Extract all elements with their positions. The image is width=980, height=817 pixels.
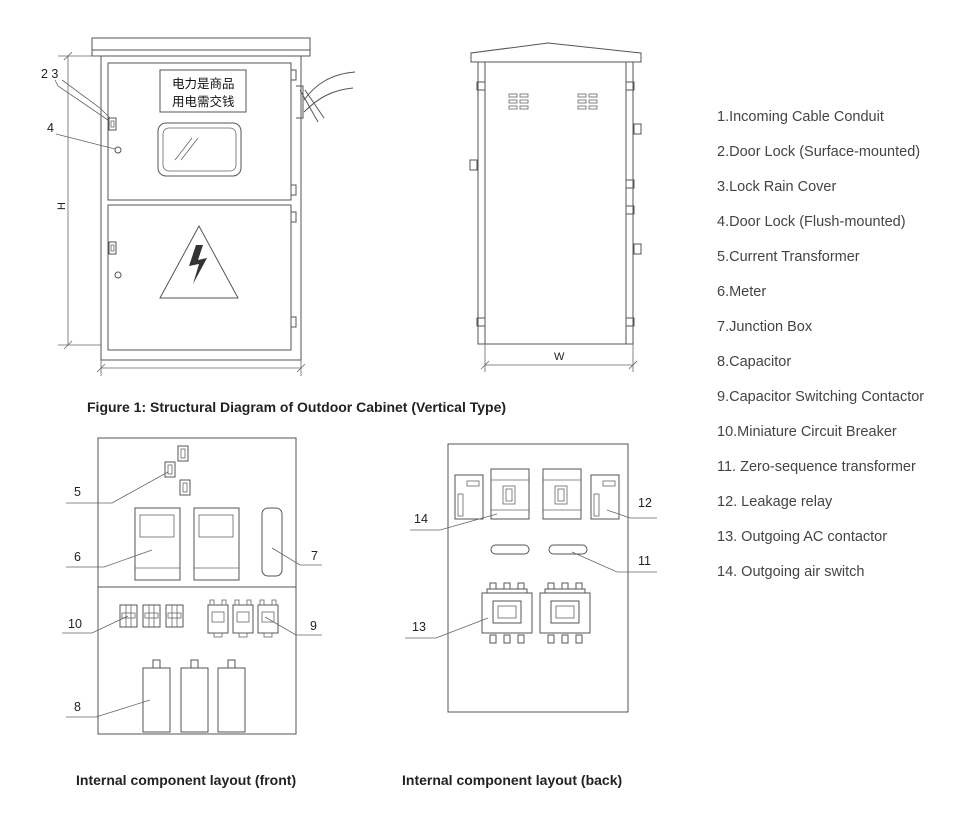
capacitors xyxy=(142,659,246,733)
height-dimension-label: H xyxy=(56,202,68,210)
sign-line-1: 电力是商品 xyxy=(172,76,235,91)
callout-5: 5 xyxy=(74,485,81,499)
legend-item: 12. Leakage relay xyxy=(717,494,833,510)
legend-item: 4.Door Lock (Flush-mounted) xyxy=(717,214,906,230)
callout-8: 8 xyxy=(74,700,81,714)
outgoing-air-switch-2 xyxy=(542,468,582,520)
legend-item: 10.Miniature Circuit Breaker xyxy=(717,424,897,440)
callout-4: 4 xyxy=(47,121,54,135)
callout-11: 11 xyxy=(638,554,651,568)
meter-1 xyxy=(134,507,181,581)
back-layout-caption: Internal component layout (back) xyxy=(402,772,622,788)
outgoing-ac-contactor-2 xyxy=(539,582,591,644)
callout-14: 14 xyxy=(414,512,428,526)
miniature-circuit-breakers xyxy=(119,604,184,628)
internal-layout-front: 5 6 7 10 9 8 xyxy=(62,437,322,735)
legend-item: 11. Zero-sequence transformer xyxy=(717,459,916,475)
junction-box xyxy=(261,507,283,577)
leakage-relay xyxy=(590,474,620,520)
vent-louvers-left xyxy=(508,93,529,110)
component-legend: 1.Incoming Cable Conduit 2.Door Lock (Su… xyxy=(717,109,924,580)
door-lock-flush-icon xyxy=(114,146,122,154)
outgoing-air-switch-1 xyxy=(490,468,530,520)
front-layout-caption: Internal component layout (front) xyxy=(76,772,296,788)
legend-item: 5.Current Transformer xyxy=(717,249,860,265)
callout-9: 9 xyxy=(310,619,317,633)
callout-2-3: 2 3 xyxy=(41,67,58,81)
width-dimension-label: W xyxy=(554,351,565,363)
capacitor-switching-contactors xyxy=(207,599,279,638)
cabinet-front-view: 电力是商品 用电需交钱 H xyxy=(41,37,356,376)
legend-item: 9.Capacitor Switching Contactor xyxy=(717,389,924,405)
warning-sign-plate xyxy=(159,69,247,113)
zero-sequence-transformer-2 xyxy=(548,544,588,555)
door-lock-surface-icon xyxy=(108,117,117,131)
legend-item: 6.Meter xyxy=(717,284,766,300)
legend-item: 1.Incoming Cable Conduit xyxy=(717,109,884,125)
legend-item: 7.Junction Box xyxy=(717,319,813,335)
callout-10: 10 xyxy=(68,617,82,631)
legend-item: 13. Outgoing AC contactor xyxy=(717,529,887,545)
meter-window xyxy=(157,122,242,177)
sign-line-2: 用电需交钱 xyxy=(172,94,235,109)
callout-13: 13 xyxy=(412,620,426,634)
cabinet-side-view: W xyxy=(469,42,642,372)
vent-louvers-right xyxy=(577,93,598,110)
legend-item: 8.Capacitor xyxy=(717,354,791,370)
meter-2 xyxy=(193,507,240,581)
callout-12: 12 xyxy=(638,496,652,510)
current-transformers xyxy=(164,445,191,496)
legend-item: 14. Outgoing air switch xyxy=(717,564,865,580)
callout-7: 7 xyxy=(311,549,318,563)
internal-layout-back: 14 12 11 13 xyxy=(405,443,657,713)
legend-item: 3.Lock Rain Cover xyxy=(717,179,836,195)
zero-sequence-transformer-1 xyxy=(490,544,530,555)
outgoing-ac-contactor-1 xyxy=(481,582,533,644)
callout-6: 6 xyxy=(74,550,81,564)
high-voltage-warning-icon xyxy=(159,224,239,299)
legend-item: 2.Door Lock (Surface-mounted) xyxy=(717,144,920,160)
figure1-caption: Figure 1: Structural Diagram of Outdoor … xyxy=(87,399,506,415)
